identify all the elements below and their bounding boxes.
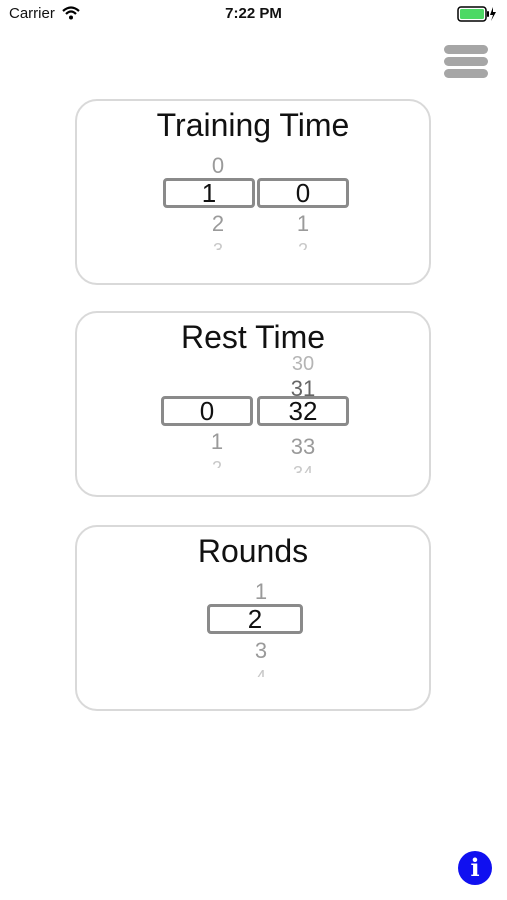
rest-seconds-picker[interactable]: 32 bbox=[257, 396, 349, 426]
rest-minutes-picker[interactable]: 0 bbox=[161, 396, 253, 426]
training-minutes-below[interactable]: 2 bbox=[211, 211, 225, 236]
rest-time-title: Rest Time bbox=[180, 319, 326, 355]
rest-seconds-above2[interactable]: 30 bbox=[291, 353, 315, 375]
rest-seconds-below2: 34 bbox=[292, 463, 314, 473]
wifi-icon bbox=[62, 6, 80, 25]
training-minutes-picker[interactable]: 1 bbox=[163, 178, 255, 208]
info-icon[interactable]: i bbox=[458, 851, 492, 885]
training-seconds-picker[interactable]: 0 bbox=[257, 178, 349, 208]
rounds-below2: 4 bbox=[255, 667, 266, 677]
training-seconds-below2: 2 bbox=[297, 240, 308, 250]
rounds-card: Rounds 1 2 3 4 bbox=[75, 525, 431, 711]
menu-bar bbox=[444, 57, 488, 66]
training-time-card: Training Time 0 1 2 3 0 1 2 bbox=[75, 99, 431, 285]
rounds-picker[interactable]: 2 bbox=[207, 604, 303, 634]
rest-minutes-below2: 2 bbox=[211, 458, 222, 468]
rounds-above[interactable]: 1 bbox=[254, 579, 268, 604]
menu-bar bbox=[444, 69, 488, 78]
menu-button[interactable] bbox=[444, 45, 488, 81]
rest-minutes-below[interactable]: 1 bbox=[210, 429, 224, 454]
menu-bar bbox=[444, 45, 488, 54]
rounds-below[interactable]: 3 bbox=[254, 638, 268, 663]
training-time-title: Training Time bbox=[156, 107, 350, 143]
rest-time-card: Rest Time 0 1 2 30 31 32 33 34 bbox=[75, 311, 431, 497]
battery-charging-icon bbox=[457, 6, 497, 27]
training-minutes-below2: 3 bbox=[212, 240, 223, 250]
training-minutes-above[interactable]: 0 bbox=[211, 153, 225, 178]
status-bar: Carrier 7:22 PM bbox=[0, 0, 507, 28]
training-seconds-below[interactable]: 1 bbox=[296, 211, 310, 236]
carrier-label: Carrier bbox=[9, 5, 55, 22]
status-time: 7:22 PM bbox=[225, 5, 282, 22]
rest-seconds-below[interactable]: 33 bbox=[290, 434, 316, 459]
rounds-title: Rounds bbox=[197, 533, 309, 569]
